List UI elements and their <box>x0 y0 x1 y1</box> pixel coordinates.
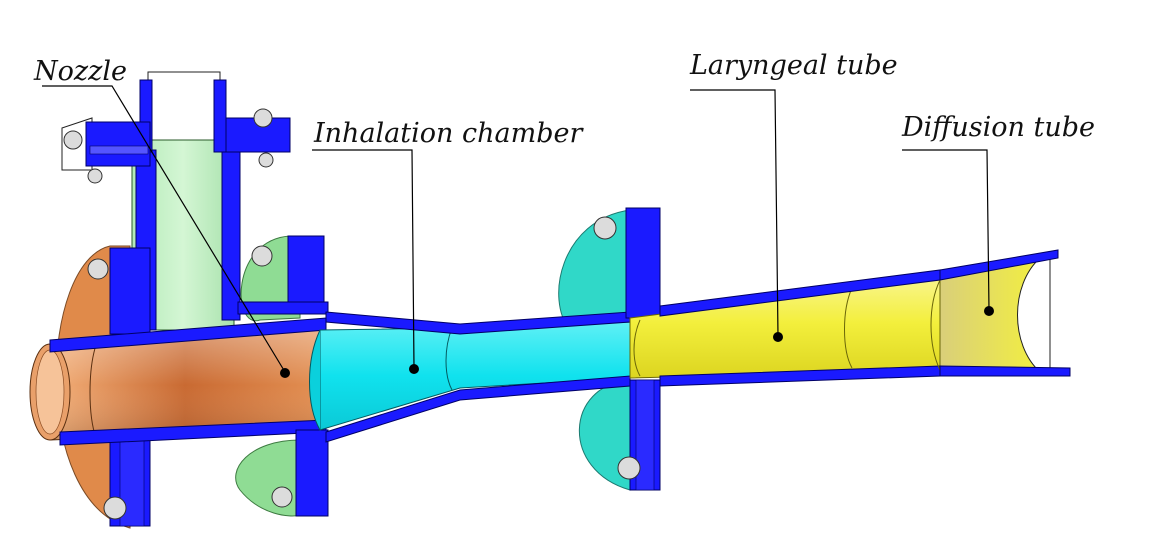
leader-diffusion-tube <box>902 149 990 311</box>
bolt <box>87 258 109 280</box>
nozzle-label: Nozzle <box>34 56 127 87</box>
bolt <box>251 245 273 267</box>
bolt <box>253 108 273 128</box>
chamber-flange <box>237 235 329 517</box>
leader-dot-nozzle <box>280 368 290 378</box>
leader-dots <box>280 306 994 378</box>
inhalation-chamber-body <box>309 311 631 443</box>
leader-dot-inhalation <box>409 364 419 374</box>
bolt <box>593 216 617 240</box>
bolt <box>63 130 83 150</box>
leader-lines <box>42 85 990 373</box>
inlet-bore <box>29 329 321 441</box>
bolt-set <box>63 108 641 520</box>
laryngeal-tube-label: Laryngeal tube <box>690 50 898 81</box>
inhalation-chamber-label: Inhalation chamber <box>314 118 583 149</box>
bolt <box>258 152 274 168</box>
laryngeal-tube-body <box>629 269 941 387</box>
bolt <box>271 486 293 508</box>
bolt <box>87 168 103 184</box>
diffusion-tube-label: Diffusion tube <box>902 112 1096 143</box>
leader-inhalation-chamber <box>312 149 415 369</box>
bolt <box>617 456 641 480</box>
leader-nozzle <box>42 85 286 373</box>
leader-dot-laryngeal <box>773 332 783 342</box>
leader-laryngeal-tube <box>690 89 779 337</box>
diffusion-tube-body <box>930 249 1071 377</box>
nozzle-flange <box>61 117 291 171</box>
bolt <box>103 496 127 520</box>
laryngeal-flange <box>625 207 661 491</box>
leader-dot-diffusion <box>984 306 994 316</box>
